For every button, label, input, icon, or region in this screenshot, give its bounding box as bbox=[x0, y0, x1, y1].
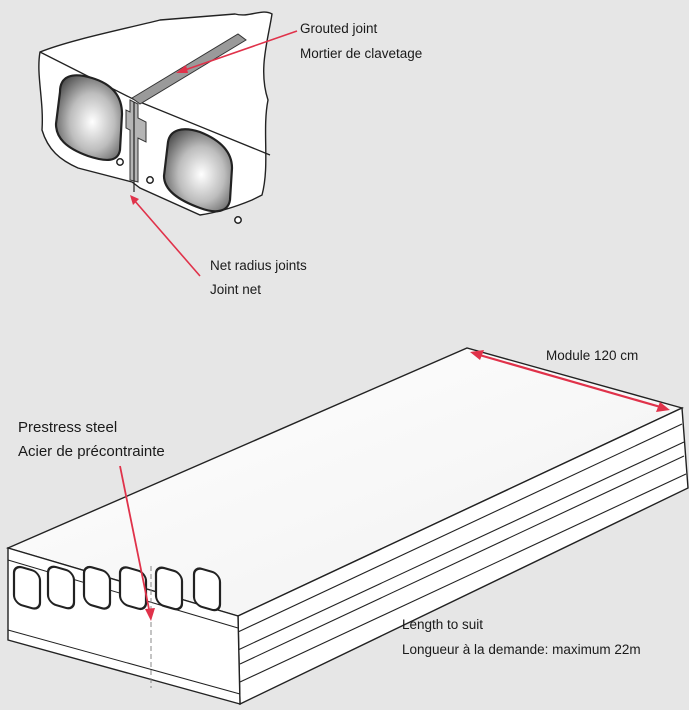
joint-detail bbox=[38, 11, 273, 224]
joint-key bbox=[125, 99, 147, 183]
hollow-core-slab bbox=[5, 347, 689, 706]
left-core-void bbox=[54, 74, 124, 162]
prestress-steel-arrow bbox=[119, 465, 151, 615]
prestress-steel-label: Prestress steel bbox=[18, 419, 118, 436]
grouted-joint-arrow bbox=[181, 30, 298, 72]
slab-core-void bbox=[192, 567, 222, 612]
slab-arrows bbox=[119, 350, 670, 621]
net-radius-label-fr: Joint net bbox=[210, 282, 262, 297]
slab-core-void bbox=[82, 565, 112, 610]
joint-detail-arrows bbox=[130, 30, 298, 277]
slab-core-void bbox=[154, 566, 184, 611]
length-label-fr: Longueur à la demande: maximum 22m bbox=[402, 642, 641, 657]
tendon-dot bbox=[116, 158, 124, 166]
slab-core-void bbox=[46, 565, 76, 610]
net-radius-label: Net radius joints bbox=[210, 258, 307, 273]
right-core-void bbox=[162, 128, 234, 213]
length-label: Length to suit bbox=[402, 617, 484, 632]
grouted-joint-label-fr: Mortier de clavetage bbox=[300, 46, 423, 61]
slab-core-void bbox=[12, 565, 42, 610]
grouted-joint-label: Grouted joint bbox=[300, 21, 378, 36]
tendon-dot bbox=[146, 176, 154, 184]
net-radius-arrow bbox=[133, 199, 201, 277]
tendon-dot bbox=[234, 216, 242, 224]
module-width-arrow bbox=[475, 352, 665, 410]
module-label: Module 120 cm bbox=[546, 348, 639, 363]
prestress-steel-label-fr: Acier de précontrainte bbox=[18, 443, 165, 460]
